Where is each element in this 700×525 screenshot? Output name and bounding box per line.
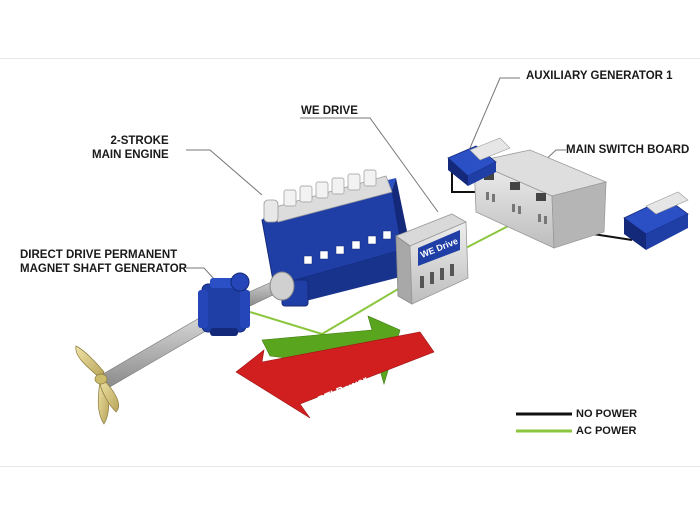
leader-we-drive (300, 117, 439, 213)
leader-engine (186, 149, 263, 196)
leader-aux-gen (469, 77, 520, 149)
main-engine-label: 2-STROKE MAIN ENGINE (92, 135, 169, 161)
legend-lines (516, 412, 572, 433)
propeller (75, 345, 119, 425)
main-switch-board-label: MAIN SWITCH BOARD (566, 144, 690, 156)
auxiliary-generator-2 (623, 191, 689, 250)
we-drive-label: WE DRIVE (301, 105, 358, 117)
no-power-cable-aux (451, 172, 478, 193)
ac-power-cable-generator (249, 281, 411, 336)
leader-shaft-gen (186, 267, 216, 281)
auxiliary-generator-1 (447, 137, 511, 186)
shaft-generator (198, 272, 250, 336)
main-engine (261, 169, 408, 307)
auxiliary-generator-label: AUXILIARY GENERATOR 1 (526, 70, 673, 82)
main-switch-board (472, 149, 608, 249)
legend-ac-power-label: AC POWER (576, 425, 637, 437)
we-drive-cabinet: WE Drive (395, 213, 469, 305)
bottom-divider (0, 466, 700, 467)
shaft-generator-label: DIRECT DRIVE PERMANENT MAGNET SHAFT GENE… (20, 249, 187, 275)
legend-no-power-label: NO POWER (576, 408, 638, 420)
top-divider (0, 58, 700, 59)
